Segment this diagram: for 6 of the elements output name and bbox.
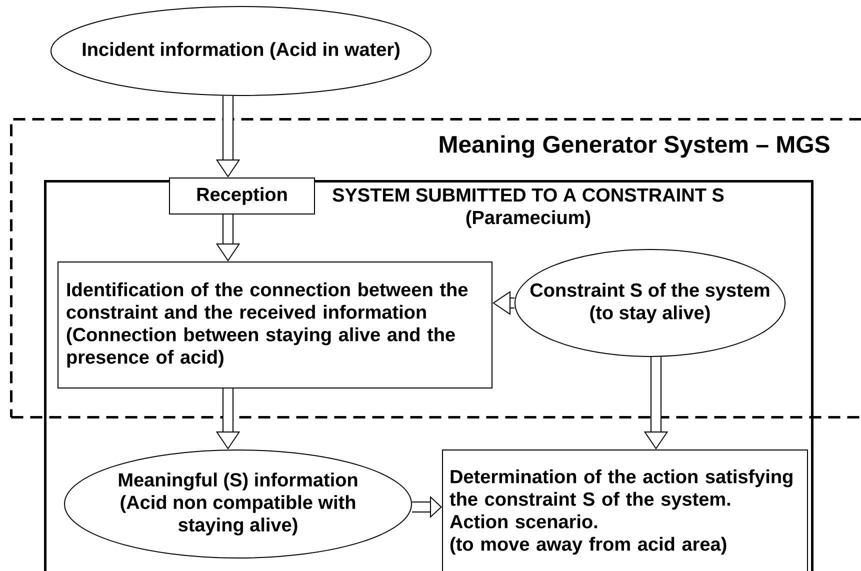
ellipse-node: Constraint S of the system (to stay alive) [514, 249, 786, 357]
process-box: Identification of the connection between the constraint and the received information (Connection between staying alive and the presence of acid) [58, 262, 492, 388]
ellipse-node: Incident information (Acid in water) [50, 6, 432, 96]
reception-box: Reception [169, 178, 315, 214]
process-box: Determination of the action satisfying the constraint S of the system. Action scenario. (to move away from acid area) [442, 450, 808, 571]
ellipse-node: Meaningful (S) information (Acid non compatible with staying alive) [64, 450, 412, 558]
